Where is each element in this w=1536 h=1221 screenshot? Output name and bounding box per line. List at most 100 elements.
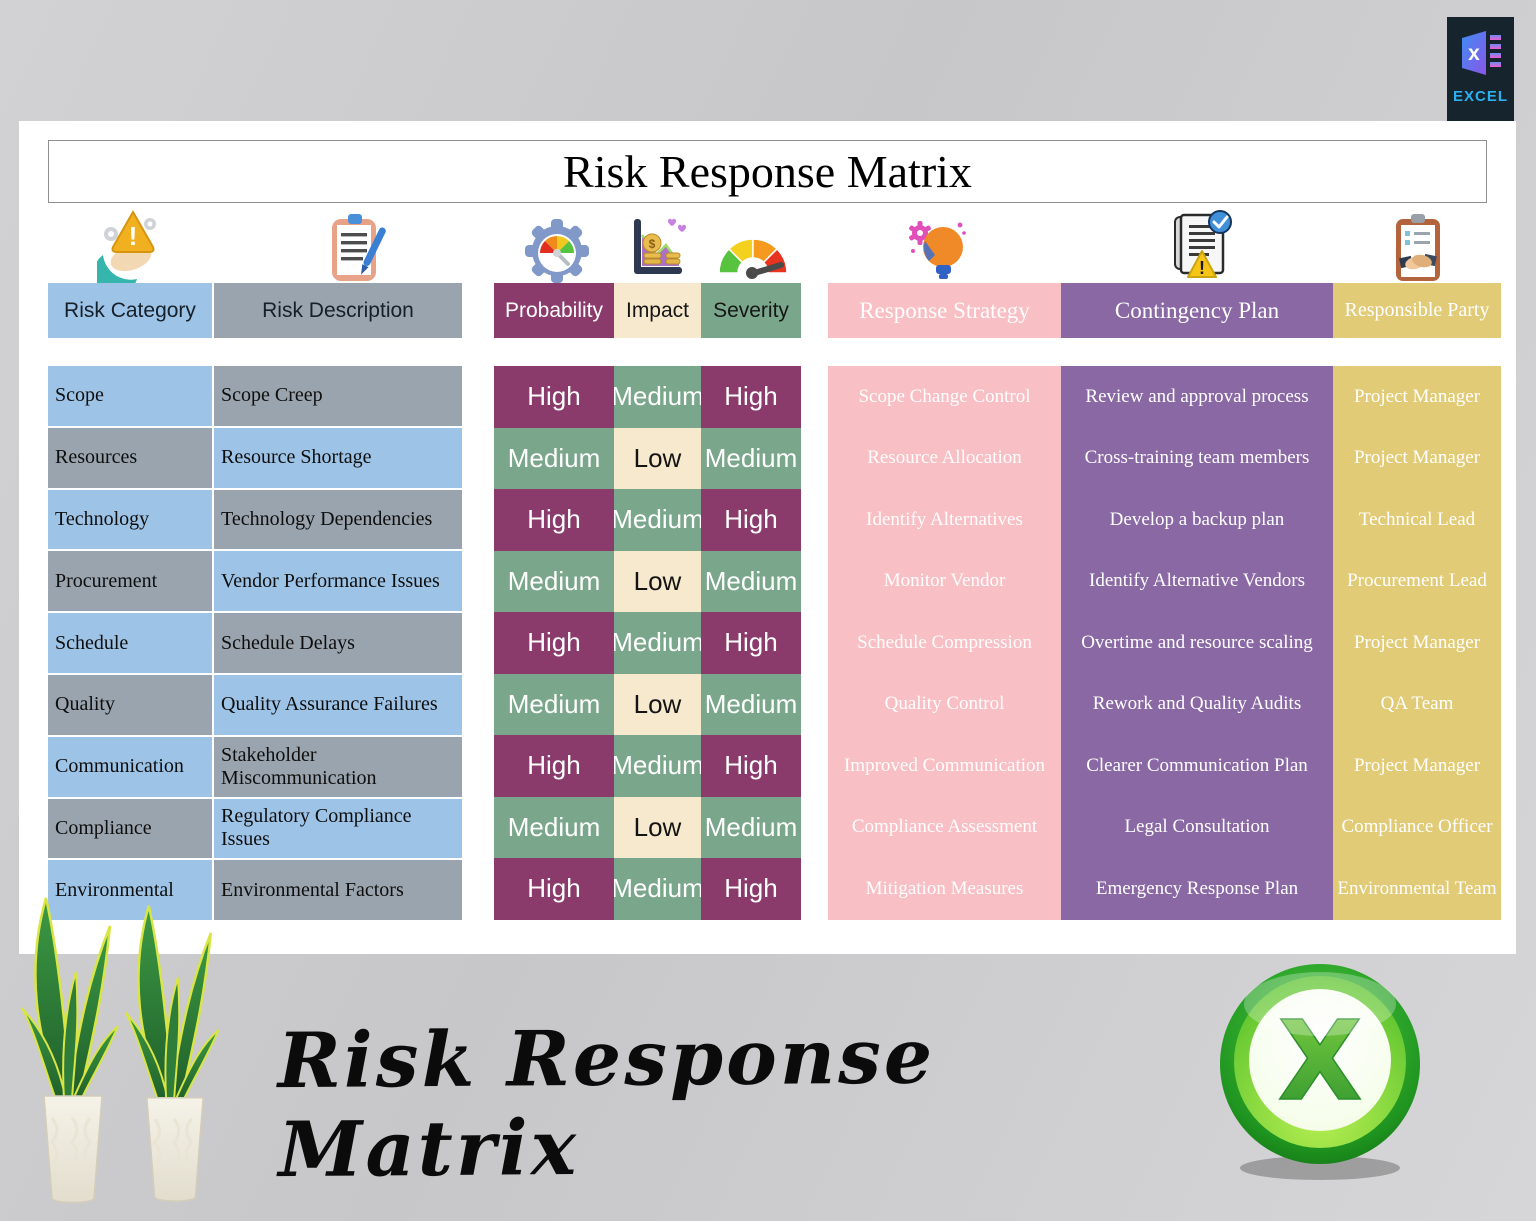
impact-cell[interactable]: Medium (614, 735, 701, 797)
clipboard-pen-icon (326, 211, 386, 290)
contingency-plan-cell[interactable]: Review and approval process (1061, 366, 1333, 428)
response-group: Response Strategy Contingency Plan Respo… (828, 283, 1501, 920)
severity-cell[interactable]: High (701, 612, 801, 674)
risk-description-cell[interactable]: Schedule Delays (214, 613, 462, 673)
impact-cell[interactable]: Medium (614, 366, 701, 428)
response-strategy-cell[interactable]: Monitor Vendor (828, 550, 1061, 612)
risk-alert-hand-icon: ! (93, 207, 163, 295)
response-strategy-cell[interactable]: Improved Communication (828, 735, 1061, 797)
response-strategy-cell[interactable]: Compliance Assessment (828, 796, 1061, 858)
responsible-party-cell[interactable]: Technical Lead (1333, 489, 1501, 551)
risk-category-cell[interactable]: Procurement (48, 551, 212, 612)
probability-cell[interactable]: Medium (494, 796, 614, 858)
contingency-plan-cell[interactable]: Overtime and resource scaling (1061, 612, 1333, 674)
response-strategy-cell[interactable]: Quality Control (828, 673, 1061, 735)
severity-cell[interactable]: Medium (701, 427, 801, 489)
response-strategy-cell[interactable]: Resource Allocation (828, 427, 1061, 489)
contingency-plan-cell[interactable]: Legal Consultation (1061, 796, 1333, 858)
column-header-impact: Impact (614, 283, 701, 338)
risk-category-cell[interactable]: Environmental (48, 860, 212, 921)
severity-cell[interactable]: High (701, 366, 801, 428)
severity-cell[interactable]: Medium (701, 550, 801, 612)
svg-text:!: ! (1199, 258, 1205, 278)
impact-cell[interactable]: Low (614, 673, 701, 735)
gauge-gear-icon (522, 213, 592, 288)
svg-text:x: x (1468, 42, 1480, 65)
responsible-party-cell[interactable]: Environmental Team (1333, 858, 1501, 920)
contingency-document-icon: ! (1171, 207, 1235, 288)
probability-cell[interactable]: High (494, 366, 614, 428)
severity-cell[interactable]: High (701, 858, 801, 920)
risk-category-cell[interactable]: Schedule (48, 613, 212, 673)
severity-cell[interactable]: High (701, 735, 801, 797)
risk-description-cell[interactable]: Quality Assurance Failures (214, 674, 462, 735)
impact-cell[interactable]: Low (614, 427, 701, 489)
impact-cell[interactable]: Medium (614, 489, 701, 551)
rating-headers: Probability Impact Severity (494, 283, 801, 338)
responsible-party-cell[interactable]: Project Manager (1333, 612, 1501, 674)
response-strategy-cell[interactable]: Scope Change Control (828, 366, 1061, 428)
column-header-contingency-plan: Contingency Plan (1061, 283, 1333, 338)
risk-category-cell[interactable]: Quality (48, 674, 212, 735)
risk-description-cell[interactable]: Environmental Factors (214, 860, 462, 921)
risk-description-cell[interactable]: Resource Shortage (214, 427, 462, 488)
contingency-plan-cell[interactable]: Rework and Quality Audits (1061, 673, 1333, 735)
risk-category-cell[interactable]: Resources (48, 427, 212, 488)
severity-cell[interactable]: Medium (701, 673, 801, 735)
impact-cell[interactable]: Medium (614, 612, 701, 674)
column-header-responsible-party: Responsible Party (1333, 283, 1501, 338)
risk-description-cell[interactable]: Stakeholder Miscommunication (214, 736, 462, 797)
responsible-party-cell[interactable]: Procurement Lead (1333, 550, 1501, 612)
risk-description-cell[interactable]: Regulatory Compliance Issues (214, 798, 462, 859)
risk-category-cell[interactable]: Scope (48, 366, 212, 426)
probability-cell[interactable]: High (494, 735, 614, 797)
page-title: Risk Response Matrix (563, 146, 972, 197)
excel-badge: x EXCEL (1447, 17, 1514, 123)
excel-logo-icon: x (1459, 17, 1503, 82)
probability-cell[interactable]: High (494, 612, 614, 674)
contingency-plan-cell[interactable]: Cross-training team members (1061, 427, 1333, 489)
probability-cell[interactable]: High (494, 858, 614, 920)
risk-info-headers: Risk Category Risk Description (48, 283, 462, 338)
probability-cell[interactable]: Medium (494, 550, 614, 612)
probability-cell[interactable]: Medium (494, 673, 614, 735)
responsible-party-cell[interactable]: Project Manager (1333, 427, 1501, 489)
contingency-plan-cell[interactable]: Clearer Communication Plan (1061, 735, 1333, 797)
contingency-plan-cell[interactable]: Emergency Response Plan (1061, 858, 1333, 920)
response-strategy-cell[interactable]: Mitigation Measures (828, 858, 1061, 920)
impact-cell[interactable]: Low (614, 550, 701, 612)
response-strategy-cell[interactable]: Schedule Compression (828, 612, 1061, 674)
title-box: Risk Response Matrix (48, 140, 1487, 203)
risk-description-cell[interactable]: Technology Dependencies (214, 489, 462, 550)
probability-cell[interactable]: Medium (494, 427, 614, 489)
risk-category-cell[interactable]: Communication (48, 736, 212, 797)
svg-text:$: $ (649, 237, 656, 251)
contingency-plan-cell[interactable]: Identify Alternative Vendors (1061, 550, 1333, 612)
response-strategy-cell[interactable]: Identify Alternatives (828, 489, 1061, 551)
idea-bulb-gear-icon (905, 213, 969, 288)
severity-cell[interactable]: Medium (701, 796, 801, 858)
contingency-plan-cell[interactable]: Develop a backup plan (1061, 489, 1333, 551)
probability-cell[interactable]: High (494, 489, 614, 551)
risk-description-cell[interactable]: Scope Creep (214, 366, 462, 426)
column-header-response-strategy: Response Strategy (828, 283, 1061, 338)
risk-category-cell[interactable]: Compliance (48, 798, 212, 859)
impact-cell[interactable]: Medium (614, 858, 701, 920)
severity-cell[interactable]: High (701, 489, 801, 551)
responsible-party-cell[interactable]: QA Team (1333, 673, 1501, 735)
risk-description-cell[interactable]: Vendor Performance Issues (214, 551, 462, 612)
column-header-probability: Probability (494, 283, 614, 338)
risk-category-cell[interactable]: Technology (48, 489, 212, 550)
impact-cell[interactable]: Low (614, 796, 701, 858)
footer-script-title: Risk Response Matrix (277, 1011, 936, 1195)
response-headers: Response Strategy Contingency Plan Respo… (828, 283, 1501, 338)
svg-text:!: ! (129, 221, 138, 251)
responsible-party-cell[interactable]: Project Manager (1333, 366, 1501, 428)
responsible-party-cell[interactable]: Compliance Officer (1333, 796, 1501, 858)
responsible-party-cell[interactable]: Project Manager (1333, 735, 1501, 797)
